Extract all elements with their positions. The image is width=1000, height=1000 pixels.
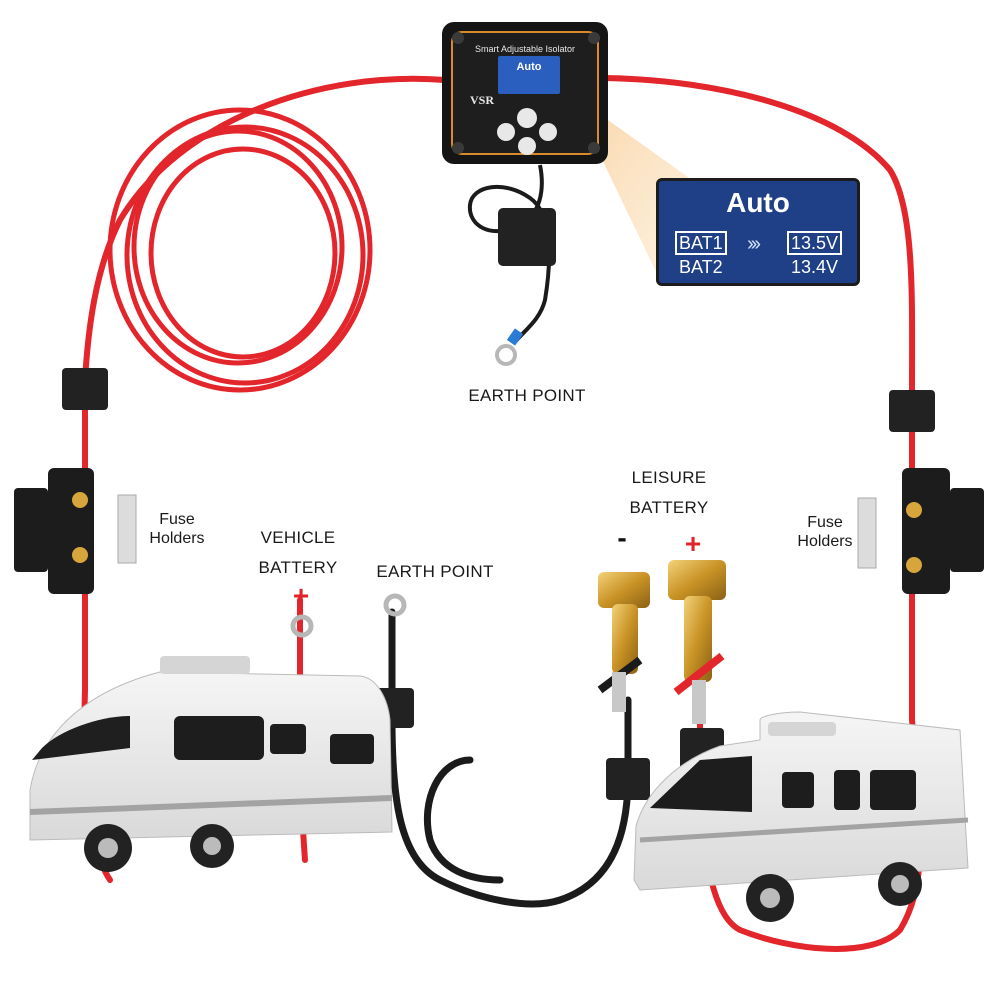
controller-screen-mode: Auto [516,61,541,73]
label-earth-point-bottom: EARTH POINT [376,562,494,581]
fuse-holder-right [857,468,984,594]
red-cable-coil-left [107,107,373,393]
label-vehicle-battery-1: VEHICLE [260,528,336,547]
btn-up-icon [517,108,537,128]
leisure-positive-sign: + [684,528,702,559]
clip-top [498,208,556,266]
label-earth-point-top: EARTH POINT [468,386,586,405]
clip-left [62,368,108,410]
caravan-left [29,656,393,872]
ring-terminal-vehicle [290,614,314,638]
controller-screen [498,56,560,94]
crimp-sleeve-top [506,328,524,346]
label-fuse-holders-right: Fuse Holders [797,514,853,551]
bat1-label: BAT1 [675,231,727,255]
battery-clamp-negative [597,572,650,712]
zoomed-display: Auto BAT1 BAT2 ››› 13.5V 13.4V [656,178,860,286]
motorhome-right [633,711,969,922]
btn-left-icon [497,123,515,141]
battery-clamp-positive [668,560,726,724]
label-leisure-battery-2: BATTERY [629,498,709,517]
label-fuse-holders-left: Fuse Holders [149,511,205,548]
btn-right-icon [539,123,557,141]
black-earth-cable-bottom [388,608,632,908]
clip-leisure-neg [606,758,650,800]
bat1-voltage: 13.5V [787,231,843,255]
display-mode: Auto [726,187,790,218]
btn-down-icon [518,137,536,155]
bat2-voltage: 13.4V [791,257,839,277]
controller-brand: Smart Adjustable Isolator [475,44,575,54]
charge-arrows-icon: ››› [747,233,761,255]
label-leisure-battery-1: LEISURE [631,468,707,487]
ring-terminal-top [495,344,517,366]
isolator-controller [442,22,608,164]
bat2-label: BAT2 [679,257,723,277]
leisure-negative-sign: - [617,522,627,553]
fuse-holder-left [14,468,137,594]
ring-terminal-bottom [383,593,407,617]
clip-right [889,390,935,432]
vehicle-positive-sign: + [292,580,310,611]
controller-model: VSR [470,93,494,107]
label-vehicle-battery-2: BATTERY [258,558,338,577]
